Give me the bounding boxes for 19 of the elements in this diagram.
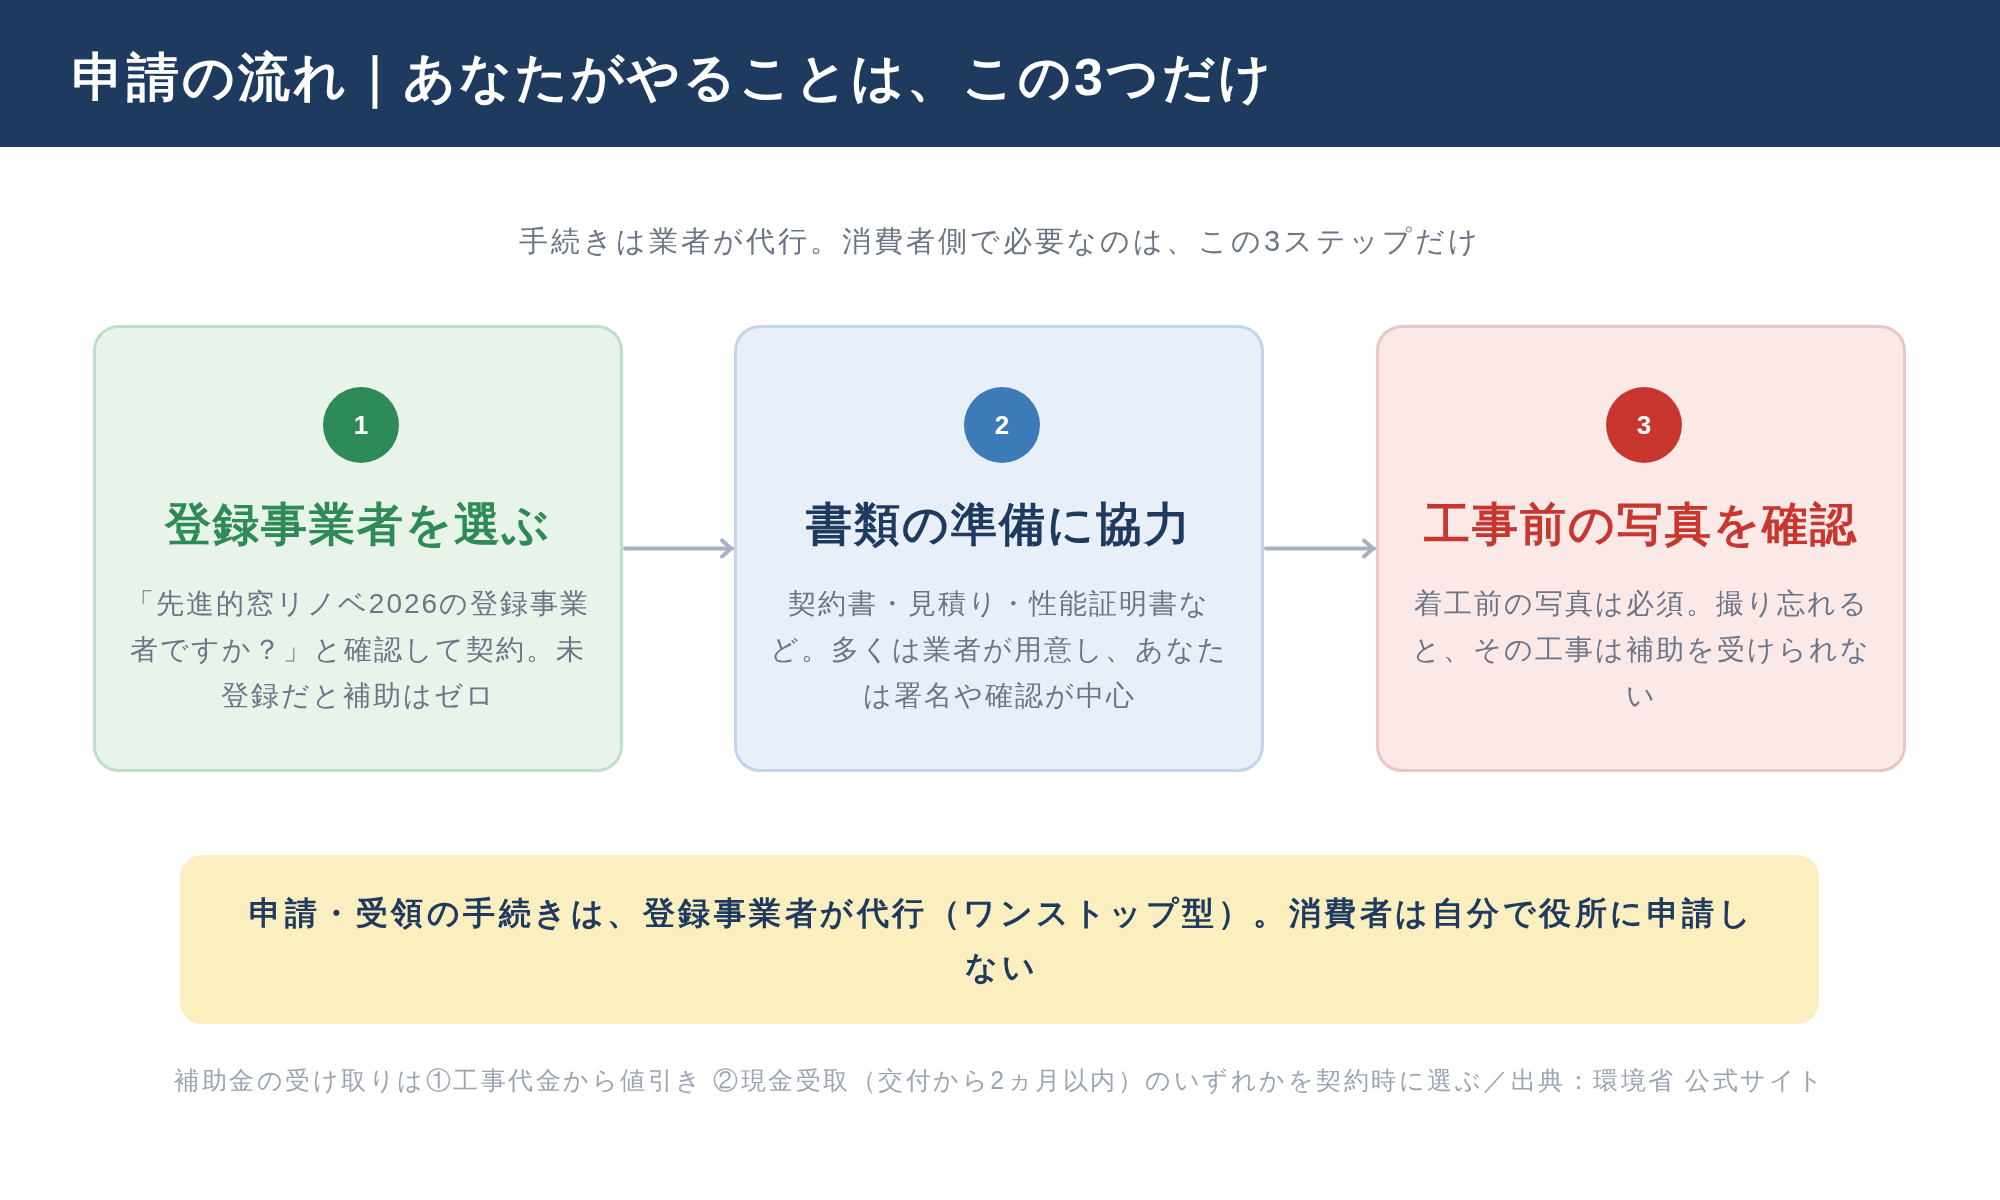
step-heading: 登録事業者を選ぶ bbox=[163, 497, 552, 552]
number-circle: 3 bbox=[1606, 387, 1682, 463]
step-card bbox=[734, 325, 1264, 772]
step-description: 着工前の写真は必須。撮り忘れると、その工事は補助を受けられない bbox=[1410, 587, 1872, 713]
arrow bbox=[623, 538, 734, 559]
step-heading: 書類の準備に協力 bbox=[805, 497, 1193, 552]
step-description: 「先進的窓リノベ2026の登録事業者ですか？」と確認して契約。未登録だと補助はゼロ bbox=[124, 587, 592, 713]
number-circle: 1 bbox=[323, 387, 399, 463]
note-text: 申請・受領の手続きは、登録事業者が代行（ワンストップ型）。消費者は自分で役所に申請しない bbox=[248, 894, 1755, 987]
title: 申請の流れ｜あなたがやることは、この3つだけ bbox=[72, 46, 1274, 108]
step-description: 契約書・見積り・性能証明書など。多くは業者が用意し、あなたは署名や確認が中心 bbox=[769, 587, 1229, 713]
footnote: 補助金の受け取りは①工事代金から値引き ②現金受取（交付から2ヵ月以内）のいずれかを契約時に選ぶ／出典：環境省 公式サイト bbox=[173, 1065, 1827, 1096]
step-card bbox=[93, 325, 623, 772]
number-circle: 2 bbox=[964, 387, 1040, 463]
arrow bbox=[1264, 538, 1376, 559]
step-card bbox=[1376, 325, 1906, 772]
step-heading: 工事前の写真を確認 bbox=[1423, 497, 1859, 552]
subtitle: 手続きは業者が代行。消費者側で必要なのは、この3ステップだけ bbox=[517, 224, 1483, 259]
note-banner bbox=[180, 855, 1819, 1024]
